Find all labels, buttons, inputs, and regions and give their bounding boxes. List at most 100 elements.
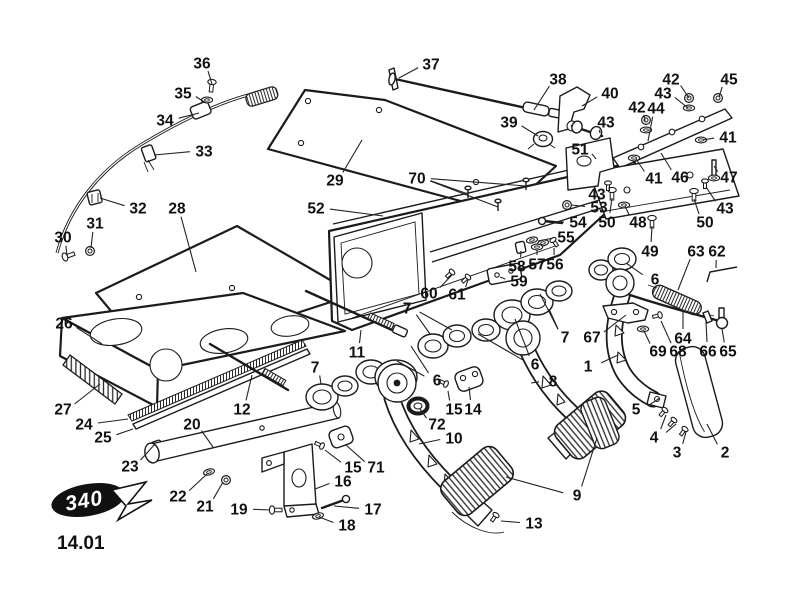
leader-line-28 (180, 216, 197, 273)
callout-4: 4 (650, 430, 659, 447)
leader-line-63 (677, 258, 691, 291)
callout-63: 63 (687, 244, 705, 261)
callout-50: 50 (696, 215, 713, 232)
leader-line-39 (521, 125, 539, 137)
cable-clamp (189, 78, 217, 120)
callout-62: 62 (708, 244, 725, 261)
accelerator-rod-37 (388, 67, 528, 110)
mounting-plate-46 (588, 148, 740, 220)
screw-15a (313, 439, 326, 451)
callout-51: 51 (571, 142, 589, 159)
leader-line-48 (624, 205, 630, 216)
support-bracket-51 (565, 137, 615, 191)
leader-line-72 (419, 408, 427, 419)
screw-4a (657, 405, 670, 419)
cable-adjuster-38 (522, 101, 562, 119)
brake-pedal-8 (505, 320, 627, 460)
callout-61: 61 (448, 287, 466, 304)
screw-68 (651, 310, 664, 321)
callout-48: 48 (629, 215, 647, 232)
nut-45 (712, 92, 724, 104)
callout-72: 72 (428, 417, 445, 434)
leader-line-49 (650, 225, 653, 243)
leader-line-61 (465, 279, 469, 288)
leader-line-50 (693, 198, 700, 215)
bolt-30 (60, 249, 77, 263)
callout-54: 54 (569, 215, 587, 232)
callout-35: 35 (174, 86, 192, 103)
callout-40: 40 (601, 86, 618, 103)
callout-69: 69 (649, 344, 667, 361)
leader-line-22 (188, 473, 208, 492)
leader-line-17 (333, 505, 360, 509)
callout-7: 7 (311, 360, 320, 377)
leader-line-69 (643, 330, 651, 344)
callout-43: 43 (654, 86, 672, 103)
callout-60: 60 (420, 286, 437, 303)
leader-line-6 (477, 333, 523, 361)
leader-line-32 (99, 197, 125, 207)
leader-line-18 (318, 516, 334, 524)
linkage-43-dumbbell (570, 120, 604, 141)
washer-41b (627, 154, 641, 162)
cable-clip (140, 144, 157, 173)
callout-25: 25 (94, 430, 112, 447)
callout-33: 33 (195, 144, 213, 161)
leader-line-1 (600, 354, 619, 364)
leader-line-59 (499, 276, 506, 280)
callout-31: 31 (86, 216, 104, 233)
leader-line-65 (721, 328, 725, 343)
seal-ring-72 (406, 396, 430, 416)
leader-line-6 (396, 360, 425, 377)
leader-line-16 (314, 482, 330, 490)
leader-line-52 (329, 208, 384, 217)
callout-44: 44 (647, 101, 665, 118)
bushing-71 (328, 425, 354, 449)
leader-line-33 (153, 151, 191, 156)
screw-4b (666, 415, 679, 429)
leader-line-68 (660, 320, 672, 344)
leader-line-46 (660, 152, 672, 171)
leader-line-30 (65, 245, 68, 257)
washer-22 (202, 467, 216, 477)
washer-35 (200, 96, 214, 104)
throttle-cable (55, 86, 279, 254)
leader-line-9 (505, 476, 564, 494)
leader-line-4 (665, 423, 677, 433)
pushrod-11 (304, 289, 409, 338)
leader-line-43 (598, 129, 601, 134)
callout-13: 13 (525, 516, 543, 533)
callout-17: 17 (364, 502, 381, 519)
callout-42: 42 (628, 100, 645, 117)
leader-line-51 (591, 153, 597, 160)
sleeve-58 (514, 240, 527, 255)
leader-line-12 (245, 374, 253, 401)
callout-6: 6 (531, 357, 540, 374)
callout-12: 12 (233, 402, 250, 419)
leader-line-4 (660, 414, 667, 430)
leader-line-23 (140, 443, 156, 461)
leader-line-41 (635, 158, 645, 172)
callout-11: 11 (349, 345, 366, 362)
leader-line-21 (212, 481, 224, 500)
washer-57 (530, 243, 544, 251)
pedal-pad-9 (439, 445, 515, 517)
page-code: 14.01 (57, 533, 105, 554)
nut-53 (561, 200, 573, 210)
callout-53: 53 (590, 200, 608, 217)
leader-line-7 (415, 314, 431, 335)
leader-line-70 (430, 178, 527, 187)
callout-6: 6 (433, 373, 442, 390)
leader-line-66 (705, 321, 708, 343)
callout-71: 71 (367, 460, 385, 477)
callout-10: 10 (445, 431, 462, 448)
nut-31 (84, 246, 96, 256)
grommet-32 (86, 189, 103, 206)
callout-28: 28 (168, 201, 186, 218)
leader-line-10 (418, 438, 441, 445)
accel-ribbed-pad (580, 396, 620, 450)
callout-55: 55 (557, 230, 575, 247)
leader-line-37 (398, 67, 419, 79)
callout-7: 7 (403, 301, 412, 318)
